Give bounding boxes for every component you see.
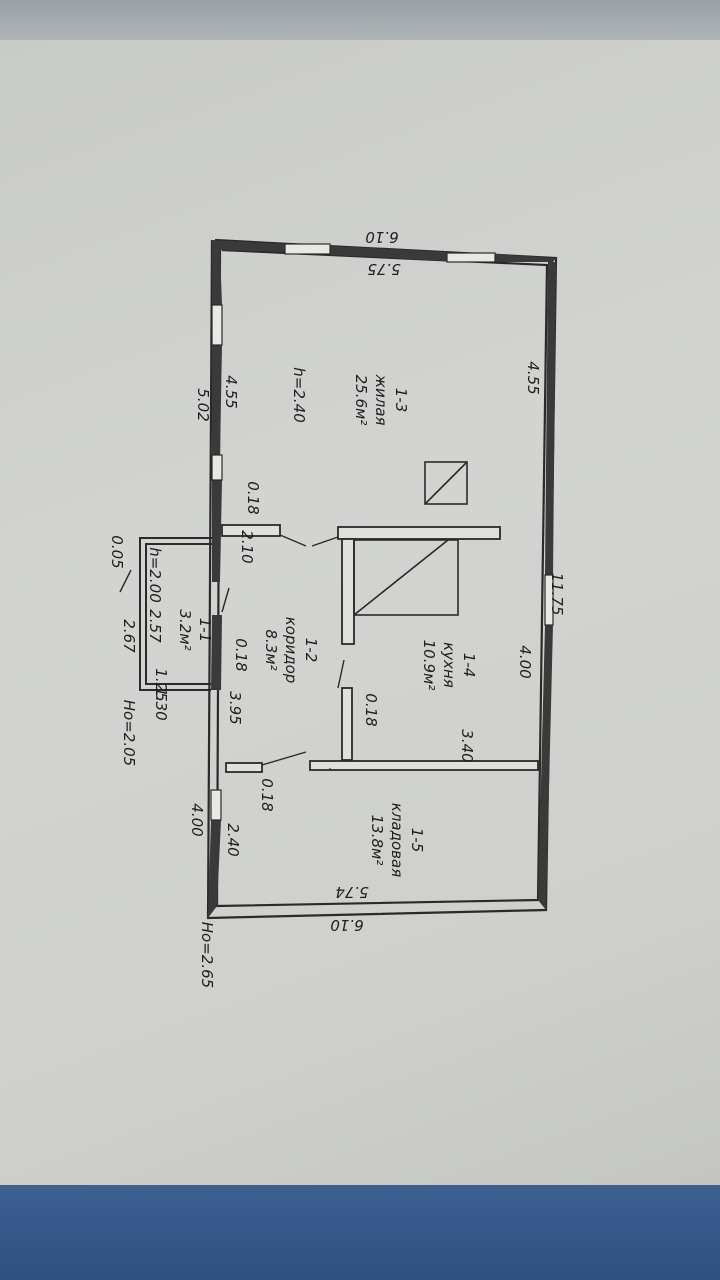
dim-left-upper-outer: 5.02 (194, 388, 212, 421)
dim-bottom-outer: 6.10 (330, 916, 363, 934)
stove (424, 461, 468, 505)
dim-right-total: 11.75 (548, 573, 566, 616)
windows (210, 243, 554, 821)
dim-wall-018-b: 0.18 (232, 638, 250, 671)
dim-wall-018-c: 0.18 (362, 693, 380, 726)
room-1-4-label: 1-4 кухня 10.9м² (420, 640, 478, 691)
room-1-3-height: h=2.40 (290, 367, 308, 422)
room-1-4-area: 10.9м² (420, 640, 438, 691)
room-1-4-number: 1-4 (460, 653, 478, 678)
dim-267: 2.67 (120, 619, 138, 653)
dim-210: 2.10 (238, 530, 256, 563)
dim-right-lower: 4.00 (516, 645, 534, 678)
room-1-2-number: 1-2 (302, 638, 320, 663)
porch (139, 537, 212, 691)
room-1-2-area: 8.3м² (262, 629, 280, 670)
room-1-5-name: кладовая (388, 803, 406, 877)
dim-top-inner: 5.75 (367, 260, 400, 278)
dim-top-outer: 6.10 (365, 228, 398, 246)
table-surface (0, 1185, 720, 1280)
room-1-1-number: 1-1 (196, 618, 214, 643)
room-1-3-name: жилая (372, 373, 390, 425)
dim-wall-018-d: 0.18 (258, 778, 276, 811)
room-1-3-number: 1-3 (392, 388, 410, 413)
dim-395: 3.95 (226, 691, 244, 724)
dim-005: 0.05 (108, 535, 126, 568)
dim-bottom-inner: 5.74 (335, 883, 368, 901)
room-1-1-label: 1-1 3.2м² h=2.00 (146, 547, 214, 650)
room-1-1-area: 3.2м² (176, 609, 194, 650)
dim-left-lower-inner: 2.40 (224, 823, 242, 856)
wall-fill (208, 240, 556, 918)
dim-right-upper: 4.55 (524, 361, 542, 394)
room-1-3-label: 1-3 жилая 25.6м² h=2.40 (290, 367, 410, 425)
room-1-2-name: коридор (282, 617, 300, 684)
house-height: Hо=2.65 (198, 922, 216, 988)
kitchen-box (353, 539, 459, 616)
dim-340: 3.40 (458, 729, 476, 762)
dim-left-lower-outer: 4.00 (188, 803, 206, 836)
doors (119, 534, 345, 766)
dim-left-upper-inner: 4.55 (222, 375, 240, 408)
porch-height: Hо=2.05 (120, 700, 138, 766)
dim-125: 1.25 (152, 668, 170, 701)
dim-wall-018-a: 0.18 (244, 481, 262, 514)
room-1-5-number: 1-5 (408, 828, 426, 853)
room-1-2-label: 1-2 коридор 8.3м² (262, 617, 320, 684)
dim-257: 2.57 (146, 609, 164, 643)
partitions (221, 524, 539, 773)
room-1-4-name: кухня (440, 642, 458, 688)
room-1-5-label: 1-5 кладовая 13.8м² (368, 803, 426, 877)
dim-130: 1.30 (152, 687, 170, 720)
room-1-1-height: h=2.00 (146, 547, 164, 602)
room-1-5-area: 13.8м² (368, 815, 386, 866)
paper-sheet (0, 40, 720, 1240)
dimension-labels: 6.10 5.75 5.02 4.55 4.55 11.75 4.00 0.18… (108, 228, 566, 988)
room-1-3-area: 25.6м² (352, 375, 370, 426)
